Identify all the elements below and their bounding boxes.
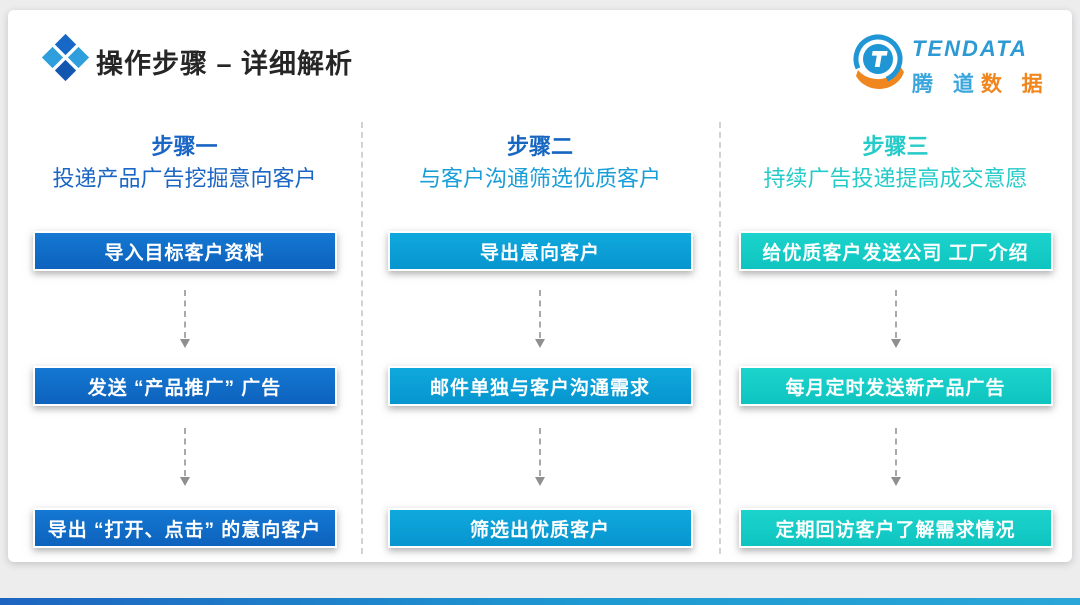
column-divider-1: [361, 122, 363, 554]
flow-box-step2-1: 导出意向客户: [387, 231, 693, 271]
step1-subtitle: 投递产品广告挖掘意向客户: [52, 166, 317, 191]
dashed-down-arrow-icon: [535, 271, 545, 366]
flow-box-step2-2: 邮件单独与客户沟通需求: [387, 366, 693, 406]
flow-box-step1-2: 发送 “产品推广” 广告: [32, 366, 337, 406]
step3-subtitle: 持续广告投递提高成交意愿: [763, 166, 1028, 191]
tendata-logo: TENDATA 腾 道数 据: [850, 22, 1050, 102]
dashed-down-arrow-icon: [890, 271, 901, 366]
logo-chinese-blue: 腾 道: [912, 73, 981, 96]
step2-subtitle: 与客户沟通筛选优质客户: [418, 166, 661, 191]
logo-wordmark: TENDATA: [912, 36, 1028, 61]
slide-card: 操作步骤 – 详细解析 TENDATA 腾 道数 据 步骤一 投递产品广告挖掘意…: [8, 10, 1072, 562]
step3-title: 步骤三: [862, 134, 929, 159]
page-title: 操作步骤 – 详细解析: [96, 49, 354, 79]
step-column-2: 步骤二 与客户沟通筛选优质客户 导出意向客户 邮件单独与客户沟通需求 筛选出优质…: [361, 10, 719, 562]
logo-chinese: 腾 道数 据: [912, 68, 1047, 98]
dashed-down-arrow-icon: [890, 406, 901, 508]
tendata-logo-mark: [853, 34, 904, 90]
flow-box-step3-2: 每月定时发送新产品广告: [738, 366, 1053, 406]
steps-grid: 步骤一 投递产品广告挖掘意向客户 导入目标客户资料 发送 “产品推广” 广告 导…: [8, 10, 1072, 562]
step-column-3: 步骤三 持续广告投递提高成交意愿 给优质客户发送公司 工厂介绍 每月定时发送新产…: [719, 10, 1072, 562]
flow-box-step1-3: 导出 “打开、点击” 的意向客户: [32, 508, 337, 548]
flow-box-step3-3: 定期回访客户了解需求情况: [738, 508, 1053, 548]
dashed-down-arrow-icon: [535, 406, 545, 508]
step1-title: 步骤一: [151, 134, 218, 159]
column-divider-2: [719, 122, 721, 554]
dashed-down-arrow-icon: [179, 271, 190, 366]
dashed-down-arrow-icon: [179, 406, 190, 508]
flow-box-step3-1: 给优质客户发送公司 工厂介绍: [738, 231, 1053, 271]
flow-box-step2-3: 筛选出优质客户: [387, 508, 693, 548]
logo-chinese-orange: 数 据: [980, 73, 1050, 96]
step2-title: 步骤二: [506, 134, 573, 159]
flow-box-step1-1: 导入目标客户资料: [32, 231, 337, 271]
bottom-accent-bar: [0, 598, 1080, 605]
step-column-1: 步骤一 投递产品广告挖掘意向客户 导入目标客户资料 发送 “产品推广” 广告 导…: [8, 10, 361, 562]
